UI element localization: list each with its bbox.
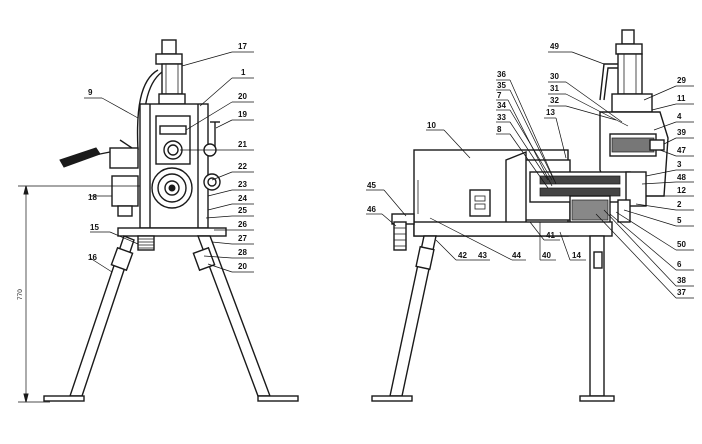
callout-24: 24	[238, 194, 247, 203]
callout-22: 22	[238, 162, 247, 171]
callout-4: 4	[677, 112, 682, 121]
side-view	[371, 29, 669, 402]
callout-35: 35	[497, 81, 506, 90]
callout-2: 2	[677, 200, 682, 209]
callout-9: 9	[88, 88, 93, 97]
front-view: 770	[17, 39, 299, 403]
callout-31: 31	[550, 84, 559, 93]
callout-34: 34	[497, 101, 506, 110]
callout-43: 43	[478, 251, 487, 260]
callout-25: 25	[238, 206, 247, 215]
front-view-callouts: 17 1 9 20 19 21 22 18 23 24 25 26 15 27 …	[84, 42, 254, 273]
callout-6: 6	[677, 260, 682, 269]
callout-19: 19	[238, 110, 247, 119]
callout-48: 48	[677, 173, 686, 182]
callout-14: 14	[572, 251, 581, 260]
callout-40: 40	[542, 251, 551, 260]
callout-39: 39	[677, 128, 686, 137]
callout-8: 8	[497, 125, 502, 134]
callout-41: 41	[546, 231, 555, 240]
callout-13: 13	[546, 108, 555, 117]
callout-17: 17	[238, 42, 247, 51]
callout-26: 26	[238, 220, 247, 229]
callout-12: 12	[677, 186, 686, 195]
callout-15: 15	[90, 223, 99, 232]
callout-23: 23	[238, 180, 247, 189]
callout-49: 49	[550, 42, 559, 51]
callout-42: 42	[458, 251, 467, 260]
callout-5: 5	[677, 216, 682, 225]
callout-46: 46	[367, 205, 376, 214]
callout-44: 44	[512, 251, 521, 260]
callout-32: 32	[550, 96, 559, 105]
callout-10: 10	[427, 121, 436, 130]
callout-20-upper: 20	[238, 92, 247, 101]
callout-21: 21	[238, 140, 247, 149]
callout-16: 16	[88, 253, 97, 262]
callout-29: 29	[677, 76, 686, 85]
callout-50: 50	[677, 240, 686, 249]
callout-1: 1	[241, 68, 246, 77]
callout-47: 47	[677, 146, 686, 155]
callout-20-lower: 20	[238, 262, 247, 271]
callout-33: 33	[497, 113, 506, 122]
callout-30: 30	[550, 72, 559, 81]
callout-11: 11	[677, 94, 686, 103]
dimension-label: 770	[17, 289, 24, 300]
callout-36: 36	[497, 70, 506, 79]
callout-37: 37	[677, 288, 686, 297]
callout-3: 3	[677, 160, 682, 169]
callout-45: 45	[367, 181, 376, 190]
callout-38: 38	[677, 276, 686, 285]
side-view-callouts: 49 29 36 30 35 31 7 32 11 34 4 13 33 39 …	[366, 42, 694, 299]
callout-18: 18	[88, 193, 97, 202]
callout-7: 7	[497, 91, 502, 100]
callout-28: 28	[238, 248, 247, 257]
callout-27: 27	[238, 234, 247, 243]
